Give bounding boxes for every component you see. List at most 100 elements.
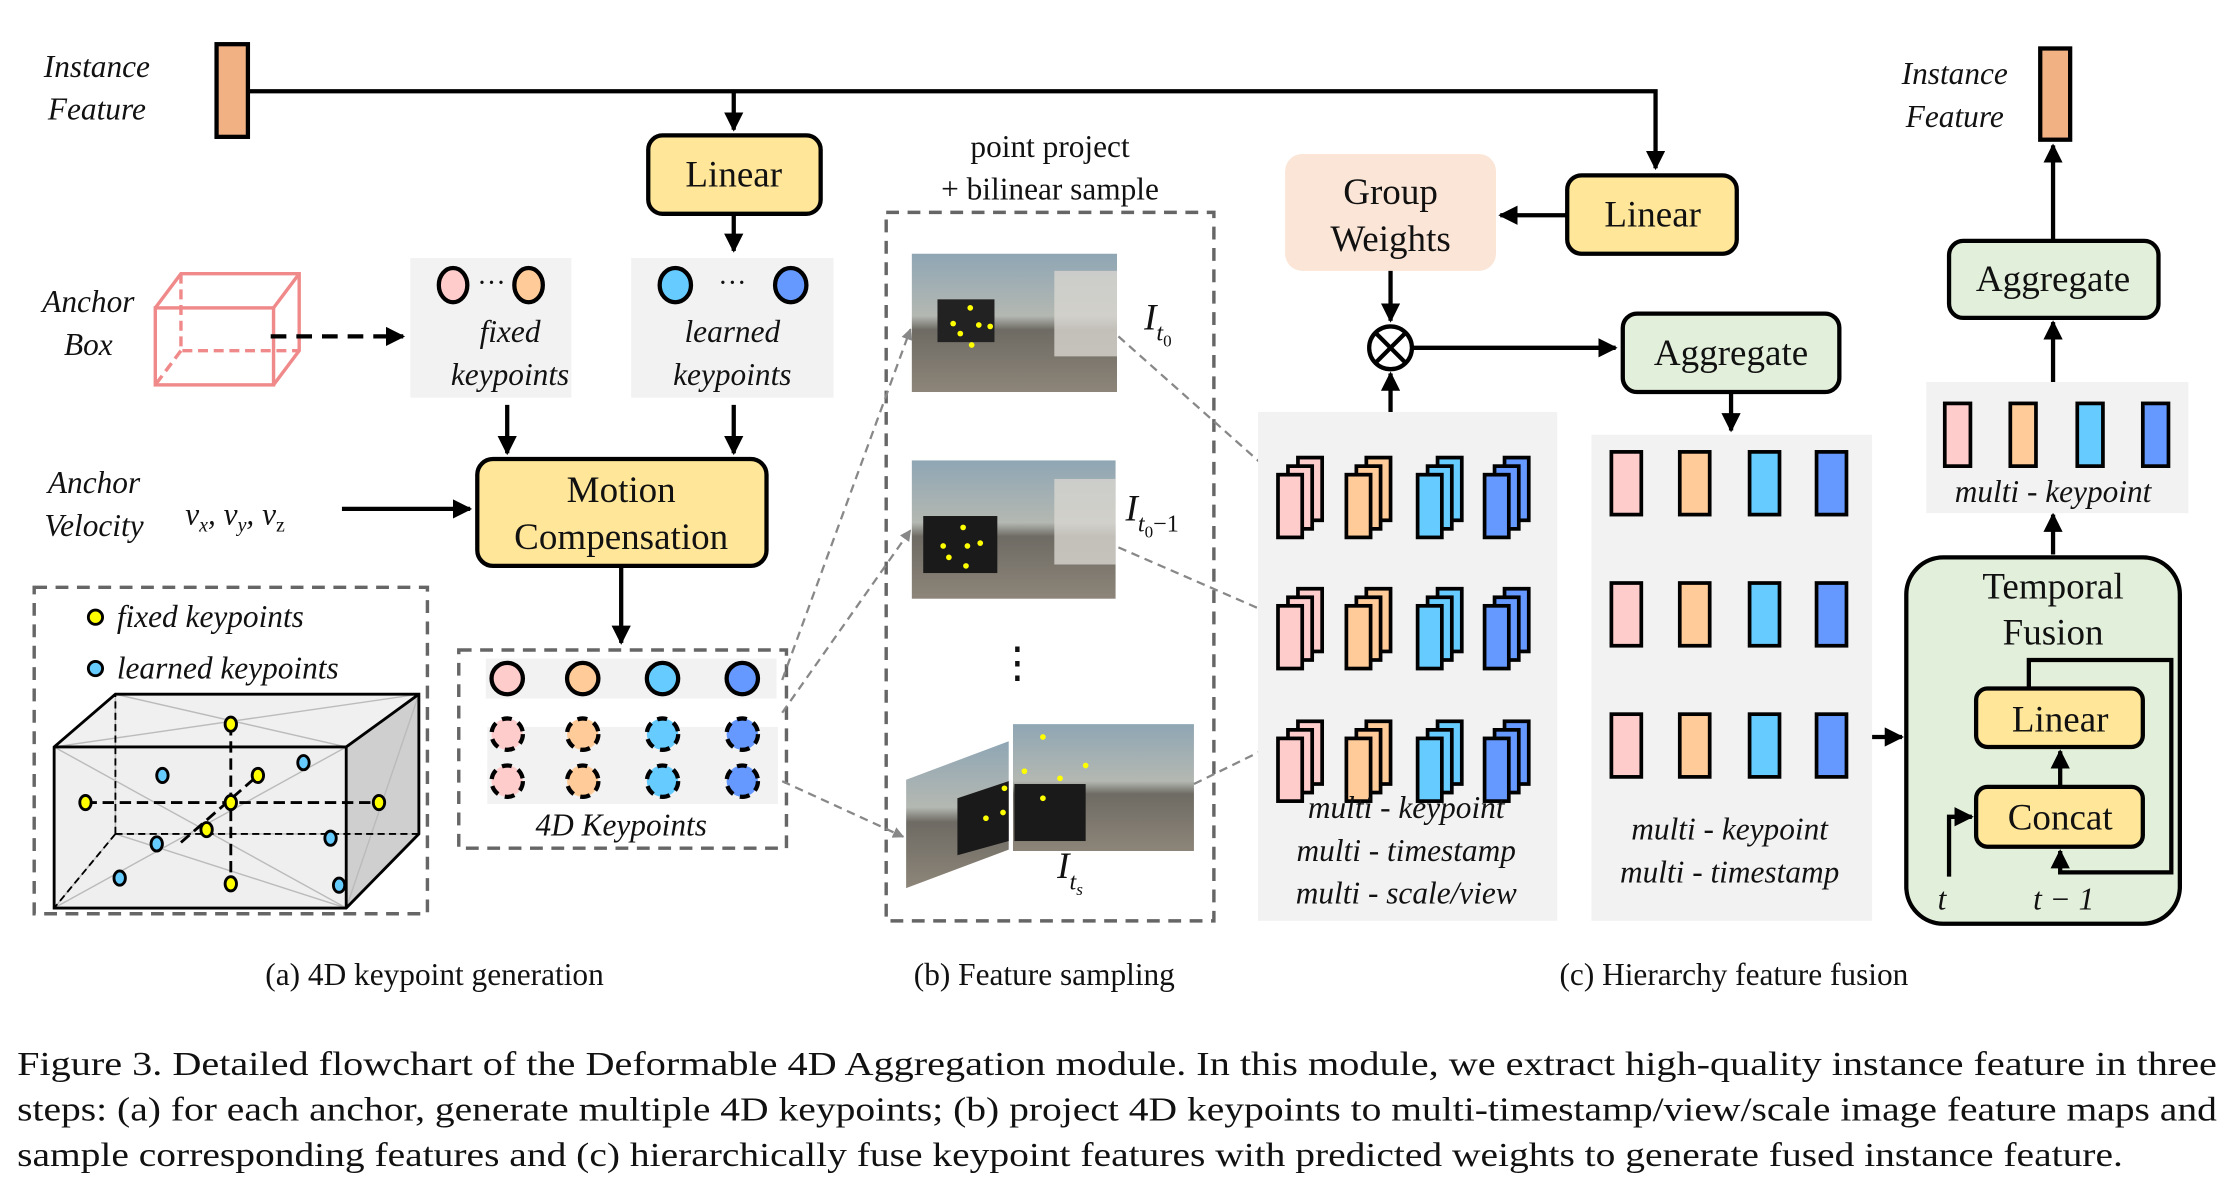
aggregate-2-label: Aggregate [1976, 259, 2130, 300]
multiply-icon [1367, 324, 1415, 372]
subcaption-a: (a) 4D keypoint generation [265, 957, 604, 992]
aggregated-bar-cyan-row2 [1747, 581, 1782, 648]
aggregate-box-2: Aggregate [1946, 238, 2161, 321]
keypoint-legend-panel: fixed keypoints learned keypoints [32, 585, 430, 916]
feature-card-orange-row1 [1344, 472, 1373, 540]
svg-text:Its: Its [1056, 846, 1083, 899]
t-input-arrow [1946, 807, 1974, 877]
anchor-box-cube-icon [153, 271, 301, 387]
agg-caption-line1: multi - keypoint [1631, 812, 1829, 847]
aggregated-bar-pink-row3 [1609, 712, 1644, 779]
final-bar-cyan [2075, 401, 2105, 468]
figure-caption-line2: steps: (a) for each anchor, generate mul… [17, 1091, 2217, 1128]
instance-feature-output: Instance Feature [1901, 46, 2073, 142]
keypoint-cuboid-icon [52, 692, 421, 910]
image-label-t0-minus-1: It0−1 [1125, 488, 1179, 541]
aggregated-bar-blue-row3 [1814, 712, 1849, 779]
sampling-header-line1: point project [970, 129, 1130, 164]
keypoint-4d-pink-row3 [489, 763, 526, 799]
anchor-box-label-line1: Anchor [40, 284, 135, 319]
learned-keypoints-panel: ··· learned keypoints [631, 258, 834, 398]
keypoint-4d-blue-row2 [724, 716, 761, 752]
aggregated-bar-orange-row2 [1677, 581, 1712, 648]
keypoints-4d-label: 4D Keypoints [535, 807, 706, 842]
fixed-keypoint-orange-icon [512, 265, 545, 305]
fixed-keypoints-panel: ··· fixed keypoints [410, 258, 572, 398]
linear-box-c: Linear [1565, 173, 1739, 256]
svg-text:It0−1: It0−1 [1125, 488, 1179, 541]
fixed-keypoint-pink-icon [436, 265, 470, 305]
instance-feature-input: Instance Feature [43, 42, 251, 139]
temporal-fusion-label-line2: Fusion [2003, 612, 2104, 653]
fixed-keypoints-label-line1: fixed [480, 314, 541, 349]
anchor-velocity-label-line1: Anchor [46, 465, 141, 500]
feature-card-blue-row3 [1482, 736, 1511, 803]
fixed-keypoints-label-line2: keypoints [451, 357, 569, 392]
keypoint-4d-cyan-row3 [644, 763, 681, 799]
keypoints-4d-grid [489, 660, 761, 799]
keypoint-4d-blue-row1 [724, 660, 761, 697]
stack-caption-line2: multi - timestamp [1297, 833, 1516, 868]
fixed-ellipsis: ··· [477, 268, 505, 299]
aggregated-bar-pink-row2 [1609, 581, 1644, 648]
stack-caption-line3: multi - scale/view [1296, 876, 1517, 911]
keypoint-4d-pink-row1 [489, 660, 526, 697]
feature-card-pink-row1 [1276, 472, 1305, 540]
temporal-fusion-label-line1: Temporal [1982, 567, 2123, 608]
keypoint-4d-cyan-row2 [644, 716, 681, 752]
feature-card-pink-row3 [1276, 736, 1305, 803]
motion-compensation-label-line2: Compensation [514, 517, 728, 558]
learned-keypoints-label-line1: learned [684, 314, 780, 349]
instance-feature-label-line1: Instance [43, 49, 150, 84]
anchor-box-label-line2: Box [64, 327, 113, 362]
feature-card-orange-row2 [1344, 603, 1373, 671]
final-bar-orange [2008, 401, 2038, 468]
final-keypoint-bars [1942, 401, 2171, 468]
keypoint-4d-orange-row3 [564, 763, 601, 799]
velocity-symbols: vx, vy, vz [185, 497, 285, 537]
tf-linear-box [1973, 686, 2145, 750]
motion-compensation-box: Motion Compensation [475, 456, 769, 569]
camera-image-ts [906, 724, 1194, 889]
subcaption-c: (c) Hierarchy feature fusion [1559, 957, 1908, 992]
legend-learned-dot-icon [86, 659, 105, 678]
instance-feature-label-line2: Feature [47, 92, 146, 127]
keypoint-4d-orange-row2 [564, 716, 601, 752]
output-label-line1: Instance [1901, 56, 2008, 91]
tf-t-label: t [1938, 881, 1948, 916]
feature-card-orange-row3 [1344, 736, 1373, 803]
image-label-ts: Its [1056, 846, 1083, 899]
keypoints-4d-panel: 4D Keypoints [457, 648, 789, 850]
agg-caption-line2: multi - timestamp [1620, 854, 1839, 889]
aggregated-feature-bars [1609, 450, 1849, 779]
aggregated-bar-blue-row2 [1814, 581, 1849, 648]
final-keypoint-caption: multi - keypoint [1955, 474, 2153, 509]
instance-feature-vector [214, 42, 251, 139]
feature-card-cyan-row2 [1415, 603, 1444, 671]
camera-image-t0 [911, 253, 1117, 393]
legend-fixed-dot-icon [86, 608, 105, 626]
fixed-keypoint-dots [78, 715, 387, 893]
subcaption-b: (b) Feature sampling [914, 957, 1175, 992]
feature-card-blue-row1 [1482, 472, 1511, 540]
tf-linear-label: Linear [2012, 699, 2109, 740]
keypoint-4d-orange-row1 [564, 660, 601, 697]
aggregate-1-label: Aggregate [1654, 333, 1808, 374]
aggregated-bar-cyan-row1 [1747, 450, 1782, 517]
legend-fixed-label: fixed keypoints [117, 599, 304, 634]
learned-keypoint-dots [112, 754, 347, 894]
keypoint-4d-cyan-row1 [644, 660, 681, 697]
keypoint-4d-pink-row2 [489, 716, 526, 752]
learned-ellipsis: ··· [718, 268, 746, 299]
output-feature-vector [2038, 46, 2073, 142]
feature-card-pink-row2 [1276, 603, 1305, 671]
linear-box-a: Linear [646, 133, 823, 216]
aggregate-box-1: Aggregate [1620, 311, 1842, 395]
stack-caption-line1: multi - keypoint [1308, 790, 1506, 825]
multi-feature-stacks [1276, 455, 1531, 803]
aggregated-bar-orange-row1 [1677, 450, 1712, 517]
output-label-line2: Feature [1905, 99, 2004, 134]
legend-learned-label: learned keypoints [117, 651, 339, 686]
aggregated-bar-orange-row3 [1677, 712, 1712, 779]
sampling-header-line2: + bilinear sample [941, 172, 1159, 207]
